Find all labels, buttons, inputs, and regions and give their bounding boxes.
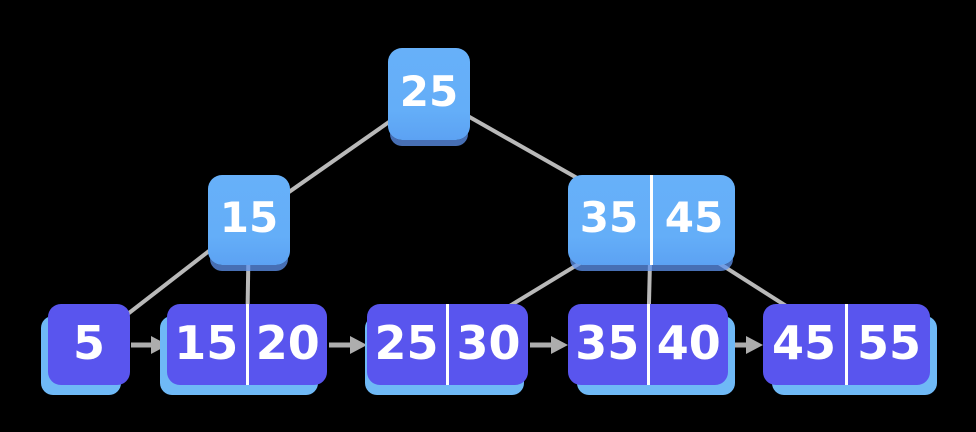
node-key: 35 — [575, 315, 640, 370]
leaf-link-arrow-1 — [131, 336, 168, 354]
node-key: 25 — [374, 315, 439, 370]
node-key: 45 — [650, 175, 735, 265]
node-key: 45 — [771, 315, 836, 370]
internal-node-35-45: 35 45 — [568, 175, 735, 265]
node-key: 30 — [446, 304, 528, 385]
root-node-25: 25 — [388, 48, 470, 140]
leaf-node-15-20: 15 20 — [167, 304, 327, 385]
node-key: 55 — [845, 304, 930, 385]
leaf-node-45-55: 45 55 — [763, 304, 930, 385]
node-key: 15 — [219, 193, 279, 242]
leaf-link-arrow-2 — [329, 336, 367, 354]
internal-node-15: 15 — [208, 175, 290, 265]
leaf-link-arrow-4 — [730, 336, 763, 354]
node-key: 20 — [245, 304, 328, 385]
node-key: 40 — [646, 304, 729, 385]
node-key: 25 — [399, 67, 459, 116]
node-key: 35 — [579, 193, 639, 242]
leaf-node-25-30: 25 30 — [367, 304, 528, 385]
leaf-link-arrow-3 — [530, 336, 568, 354]
node-key: 15 — [174, 315, 239, 370]
leaf-node-35-40: 35 40 — [568, 304, 728, 385]
leaf-node-5: 5 — [48, 304, 130, 385]
node-key: 5 — [72, 315, 105, 370]
